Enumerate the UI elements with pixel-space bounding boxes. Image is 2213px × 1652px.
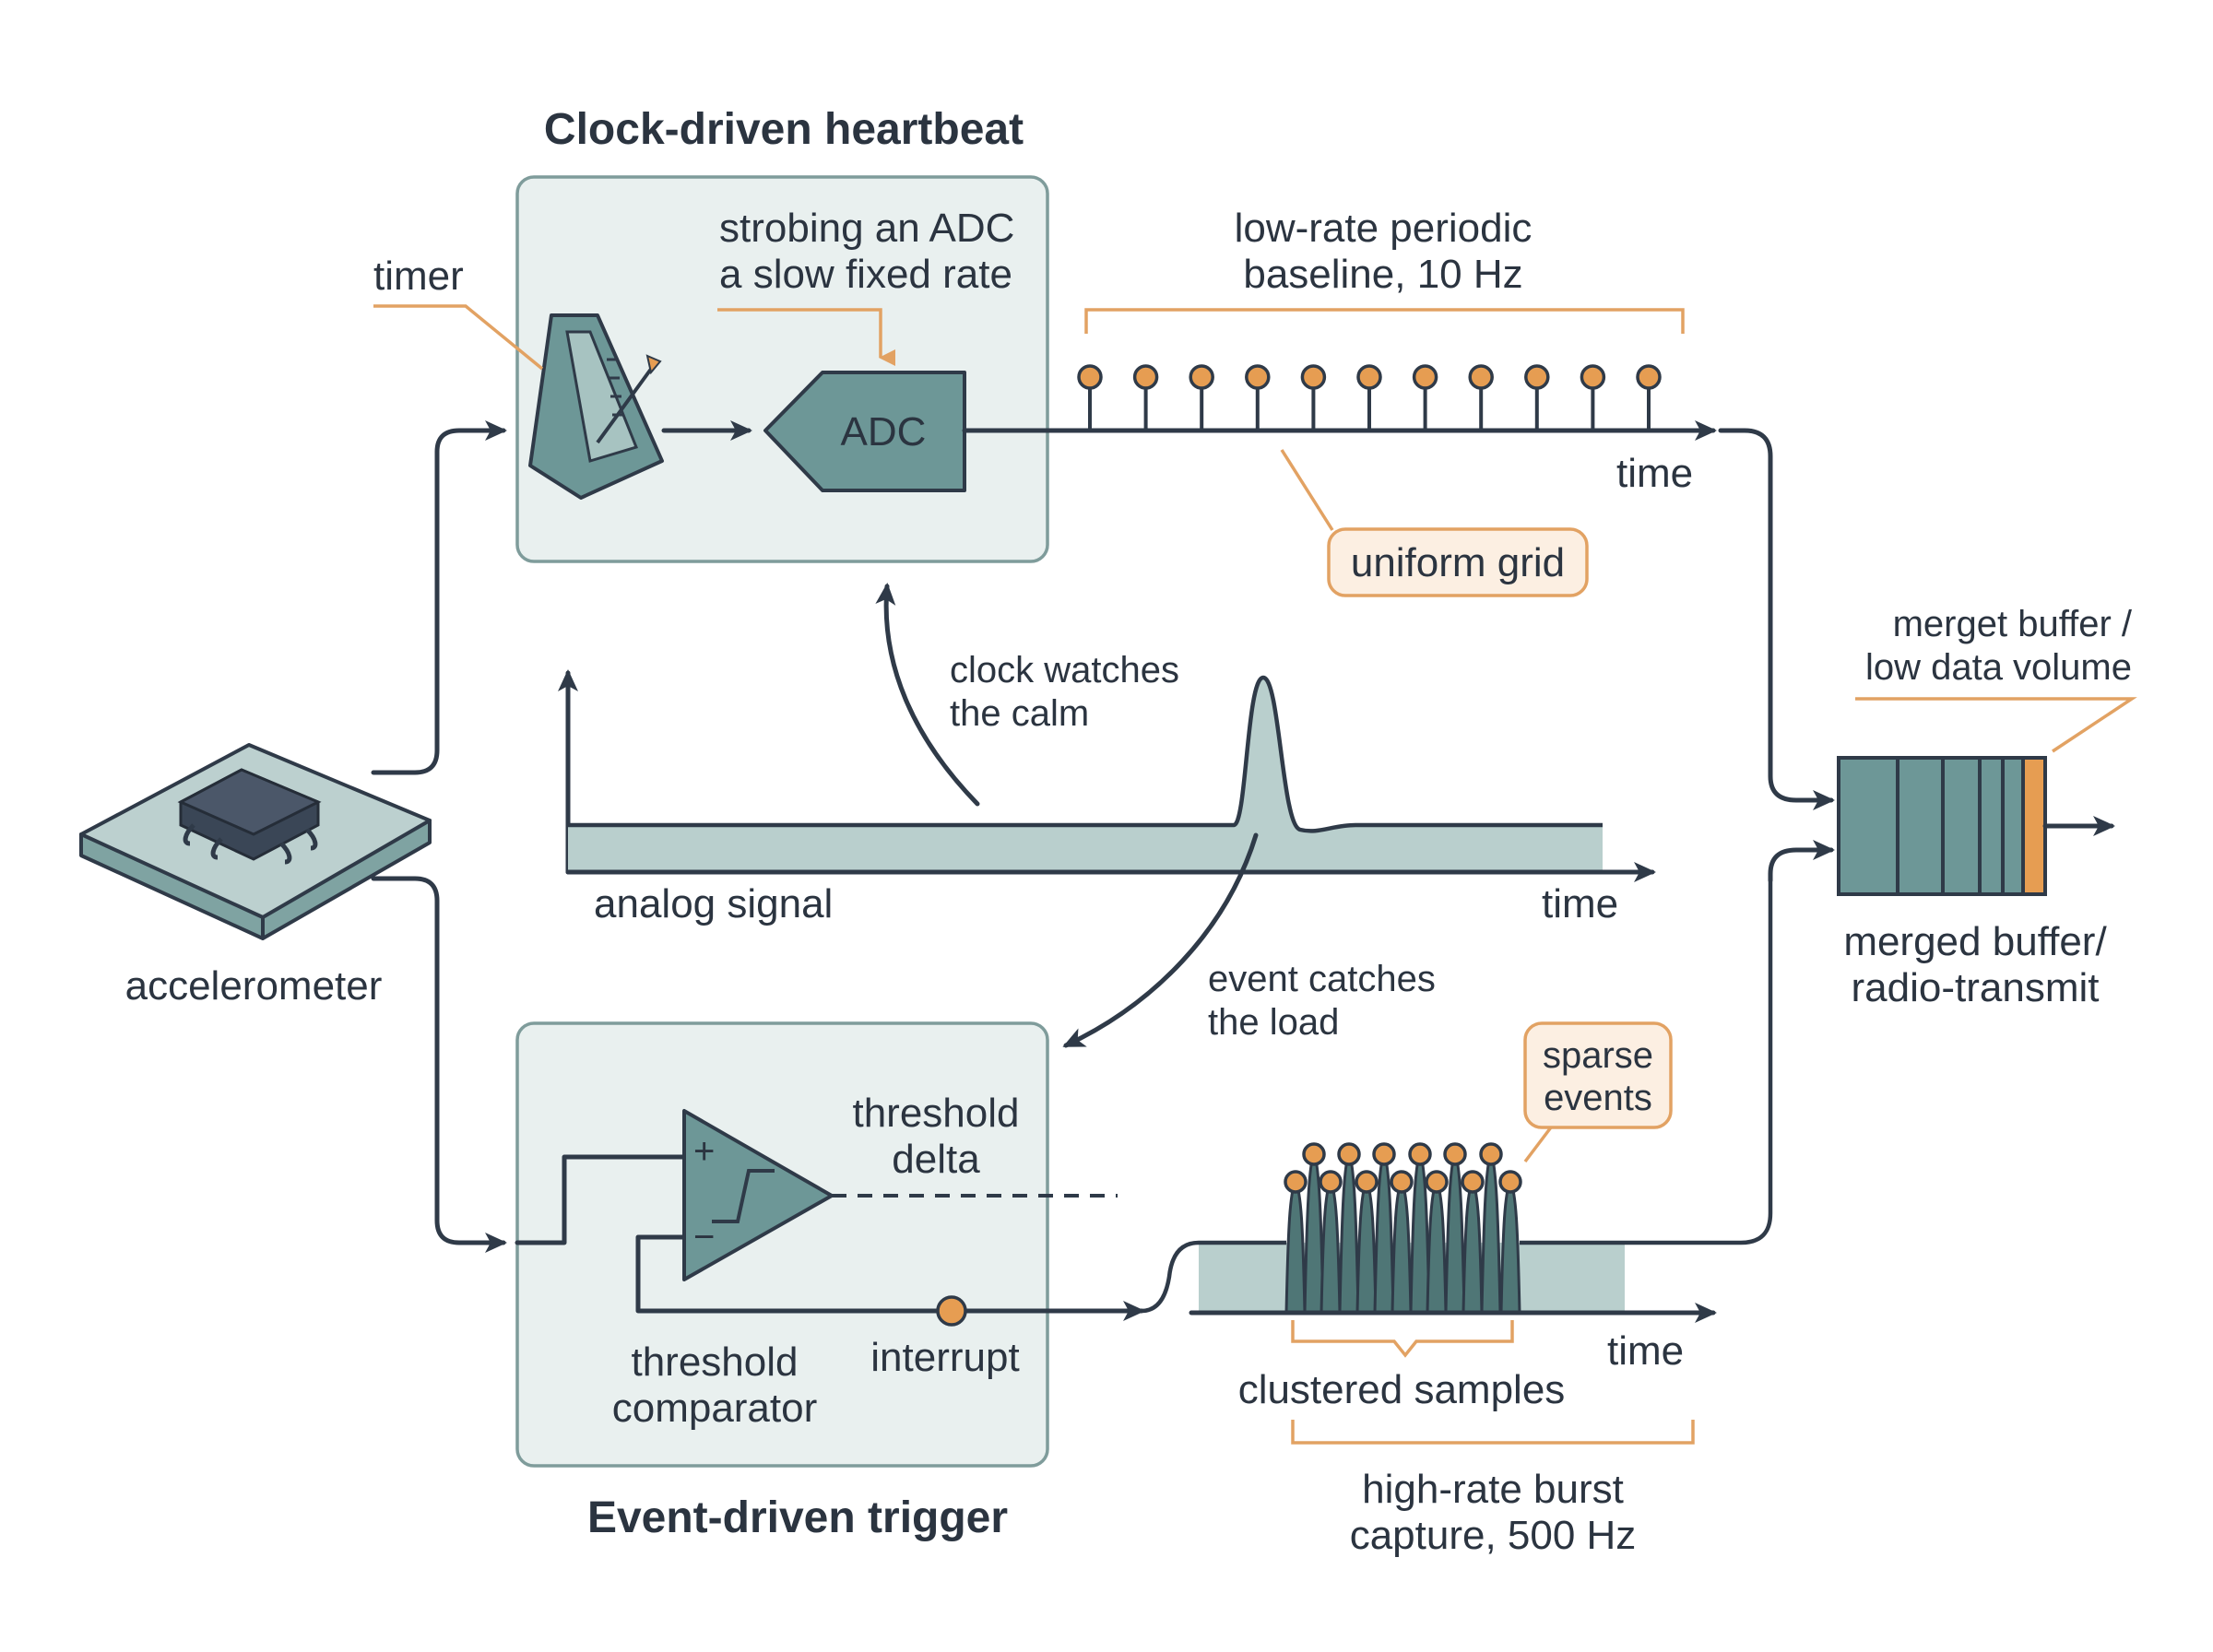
burst-spike — [1425, 1170, 1449, 1315]
comparator-icon — [682, 1109, 834, 1281]
hysteresis-icon — [712, 1169, 775, 1223]
comparator-label-line2: comparator — [612, 1386, 818, 1431]
strobe-label-line2: a slow fixed rate — [719, 252, 1012, 297]
burst-spike — [1319, 1170, 1343, 1315]
clustered-samples-bracket — [1291, 1320, 1514, 1358]
merget-buffer-line1: merget buffer / — [1893, 604, 2133, 644]
event-catches-label-line2: the load — [1208, 1002, 1339, 1043]
uniform-sample — [1412, 364, 1438, 431]
uniform-grid-leader — [1280, 449, 1334, 531]
clock-watches-label-line1: clock watches — [950, 650, 1179, 690]
accelerometer-chip-icon — [79, 743, 432, 940]
threshold-delta-line1: threshold — [852, 1091, 1019, 1136]
burst-spike — [1302, 1142, 1326, 1315]
sparse-events-callout — [1523, 1021, 1673, 1129]
threshold-delta-line2: delta — [892, 1137, 980, 1182]
interrupt-dot — [936, 1295, 967, 1327]
event-catches-label-line1: event catches — [1208, 959, 1436, 999]
uniform-sample — [1077, 364, 1103, 431]
baseline-label-line2: baseline, 10 Hz — [1243, 252, 1522, 297]
top-to-buffer-wire — [1718, 428, 1835, 810]
burst-spike — [1355, 1170, 1379, 1315]
burst-spike — [1443, 1142, 1467, 1315]
merged-buffer-line1: merged buffer/ — [1843, 919, 2107, 964]
uniform-sample — [1245, 364, 1271, 431]
adc-icon — [763, 371, 966, 492]
comparator-feedback-wire — [635, 1234, 948, 1314]
top-time-label: time — [1616, 451, 1693, 496]
merget-buffer-leader — [1855, 697, 2137, 753]
analog-signal-label: analog signal — [594, 881, 833, 926]
middle-time-label: time — [1542, 881, 1618, 926]
burst-spike — [1390, 1170, 1414, 1315]
clock-watches-arrow — [875, 583, 980, 807]
burst-spike — [1498, 1170, 1522, 1315]
uniform-grid-label: uniform grid — [1351, 540, 1565, 585]
signal-trace — [568, 675, 1603, 833]
sparse-events-line1: sparse — [1543, 1035, 1653, 1076]
uniform-sample — [1300, 364, 1327, 431]
merget-buffer-line2: low data volume — [1865, 647, 2132, 688]
metronome-icon — [528, 313, 664, 500]
sparse-events-line2: events — [1544, 1078, 1652, 1118]
clustered-samples-label: clustered samples — [1238, 1367, 1566, 1412]
comparator-minus: − — [693, 1217, 715, 1257]
uniform-sample — [1524, 364, 1550, 431]
strobe-label-line1: strobing an ADC — [719, 206, 1014, 251]
accelerometer-label: accelerometer — [125, 963, 383, 1009]
accel-to-event-wire — [371, 876, 507, 1253]
uniform-sample-markers — [1077, 364, 1662, 431]
buffer-icon — [1837, 756, 2047, 896]
burst-signal-tail — [1520, 880, 1773, 1245]
accel-to-clock-wire — [371, 420, 507, 775]
clock-watches-label-line2: the calm — [950, 693, 1089, 734]
burst-spike — [1337, 1142, 1361, 1315]
baseline-bracket — [1084, 308, 1685, 334]
uniform-sample — [1580, 364, 1606, 431]
adc-label: ADC — [841, 409, 927, 454]
timer-label: timer — [373, 254, 464, 299]
interrupt-label: interrupt — [870, 1335, 1019, 1380]
burst-spike — [1461, 1170, 1485, 1315]
comparator-input-wire — [515, 1154, 687, 1245]
burst-spike-markers — [1284, 1142, 1522, 1315]
bottom-time-label: time — [1607, 1328, 1684, 1374]
top-panel-title: Clock-driven heartbeat — [544, 105, 1024, 154]
comparator-label-line1: threshold — [631, 1339, 798, 1385]
uniform-sample — [1132, 364, 1159, 431]
burst-capture-line2: capture, 500 Hz — [1350, 1513, 1637, 1558]
burst-capture-line1: high-rate burst — [1362, 1467, 1624, 1512]
bottom-panel-title: Event-driven trigger — [587, 1493, 1008, 1542]
burst-capture-bracket — [1291, 1420, 1695, 1445]
event-catches-arrow — [1062, 832, 1259, 1048]
uniform-sample — [1189, 364, 1214, 431]
burst-spike — [1372, 1142, 1396, 1315]
bottom-to-buffer-wire — [1768, 840, 1835, 883]
baseline-label-line1: low-rate periodic — [1235, 206, 1533, 251]
comparator-plus: + — [693, 1131, 715, 1172]
timer-leader — [373, 304, 544, 371]
strobe-arrow — [717, 308, 895, 366]
uniform-grid-callout — [1327, 527, 1589, 597]
burst-spike — [1479, 1142, 1503, 1315]
burst-signal-trace — [1141, 1240, 1286, 1314]
uniform-sample — [1356, 364, 1382, 431]
uniform-sample — [1636, 364, 1662, 431]
signal-area — [568, 678, 1603, 872]
merged-buffer-line2: radio-transmit — [1852, 965, 2100, 1010]
uniform-sample — [1468, 364, 1494, 431]
burst-spike — [1284, 1170, 1308, 1315]
